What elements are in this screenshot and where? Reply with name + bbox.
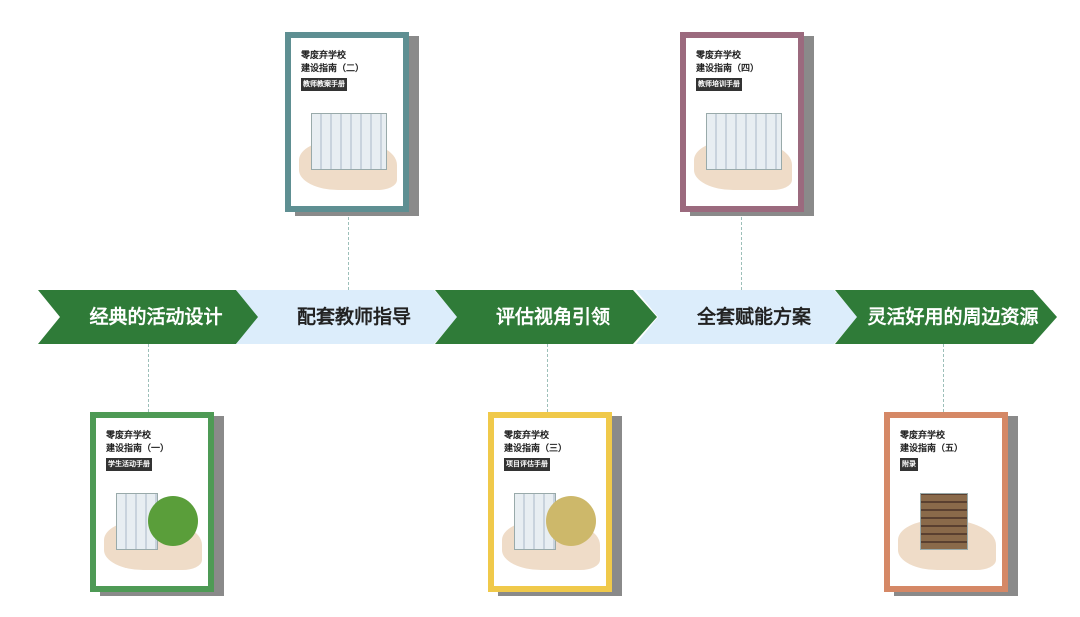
- book-subtitle-tag: 学生活动手册: [106, 458, 152, 471]
- book-cover-4: 零废弃学校建设指南（四） 教师培训手册: [680, 32, 804, 212]
- book-title-line1: 零废弃学校: [301, 51, 347, 61]
- book-cover-3: 零废弃学校建设指南（三） 项目评估手册: [488, 412, 612, 592]
- timeline-step-5: 灵活好用的周边资源: [835, 290, 1057, 344]
- timeline-step-3: 评估视角引领: [435, 290, 657, 344]
- illustration-tree: [546, 496, 596, 546]
- timeline-step-label: 配套教师指导: [296, 306, 411, 328]
- book-title-line1: 零废弃学校: [106, 431, 152, 441]
- book-subtitle-tag: 教师培训手册: [696, 78, 742, 91]
- connector-line: [943, 344, 944, 412]
- book-title-line2: 建设指南（一）: [106, 444, 170, 454]
- timeline-step-label: 经典的活动设计: [89, 306, 223, 328]
- book-title-line2: 建设指南（五）: [900, 444, 964, 454]
- book-subtitle-tag: 附录: [900, 458, 918, 471]
- book-subtitle-tag: 项目评估手册: [504, 458, 550, 471]
- book-cover-1: 零废弃学校建设指南（一） 学生活动手册: [90, 412, 214, 592]
- illustration-classroom: [311, 113, 387, 170]
- book-subtitle-tag: 教师教案手册: [301, 78, 347, 91]
- timeline-step-4: 全套赋能方案: [636, 290, 858, 344]
- illustration-tree: [148, 496, 198, 546]
- connector-line: [348, 212, 349, 290]
- illustration-compost-box: [920, 493, 968, 550]
- book-title-line1: 零废弃学校: [900, 431, 946, 441]
- timeline-step-label: 灵活好用的周边资源: [867, 306, 1039, 328]
- book-title-line2: 建设指南（四）: [696, 64, 760, 74]
- timeline-step-1: 经典的活动设计: [38, 290, 260, 344]
- book-title-line1: 零废弃学校: [696, 51, 742, 61]
- connector-line: [741, 212, 742, 290]
- book-title-line2: 建设指南（三）: [504, 444, 568, 454]
- book-title-line2: 建设指南（二）: [301, 64, 365, 74]
- book-title-line1: 零废弃学校: [504, 431, 550, 441]
- book-cover-2: 零废弃学校建设指南（二） 教师教案手册: [285, 32, 409, 212]
- illustration-classroom: [706, 113, 782, 170]
- timeline-step-label: 评估视角引领: [495, 306, 610, 328]
- connector-line: [148, 344, 149, 412]
- book-cover-5: 零废弃学校建设指南（五） 附录: [884, 412, 1008, 592]
- connector-line: [547, 344, 548, 412]
- timeline-step-label: 全套赋能方案: [696, 306, 811, 328]
- timeline-step-2: 配套教师指导: [236, 290, 458, 344]
